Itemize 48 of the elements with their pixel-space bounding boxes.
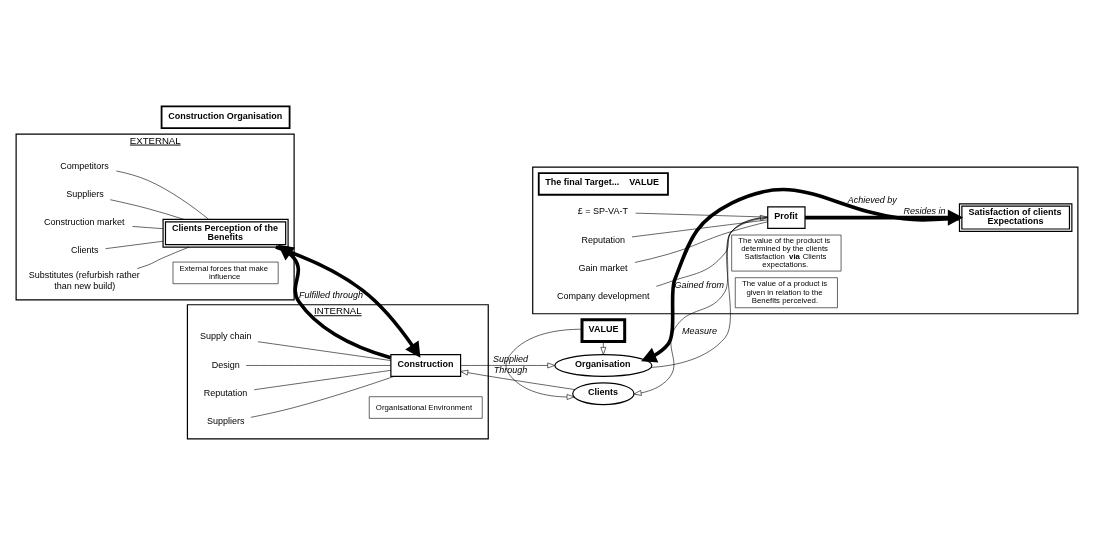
node-ellipse: Organisation <box>554 353 653 377</box>
node-text: Construction market <box>44 216 125 227</box>
node-text: Reputation <box>581 234 625 245</box>
arrow <box>650 214 768 368</box>
arrow <box>633 216 769 396</box>
arrow <box>460 369 576 390</box>
node-ellipse: Clients <box>572 381 635 405</box>
edge-label: Achieved by <box>847 194 897 205</box>
arrow <box>460 362 556 368</box>
node-text: Substitutes (refurbish rather than new build) <box>28 269 140 291</box>
connector <box>132 225 164 229</box>
connector <box>634 221 768 263</box>
node-text: Gain market <box>578 262 628 273</box>
arrow <box>505 328 583 400</box>
arrow <box>600 340 607 355</box>
connector <box>116 170 209 220</box>
edge-label: Resides in <box>903 205 946 216</box>
connector <box>109 198 185 220</box>
connector <box>105 240 164 249</box>
arrow <box>278 244 392 360</box>
cluster <box>532 166 1079 314</box>
node-box: Construction <box>390 353 462 377</box>
node-box: Profit <box>767 205 806 229</box>
arrow <box>275 244 421 358</box>
node-box: VALUE <box>580 317 627 343</box>
arrow <box>641 187 960 363</box>
connector <box>257 340 392 361</box>
edge-label: Fulfilled through <box>298 289 363 300</box>
node-text: Company development <box>557 290 650 301</box>
node-box: The final Target... VALUE <box>537 171 669 196</box>
node-text: Competitors <box>60 160 109 171</box>
edge-label: Supplied <box>493 353 529 364</box>
edge-label: Gained from <box>674 279 725 290</box>
connector <box>245 364 392 366</box>
node-text: Suppliers <box>66 188 104 199</box>
connector <box>253 369 392 390</box>
node-text: Reputation <box>203 387 248 398</box>
node-text: Supply chain <box>200 330 252 341</box>
connector <box>656 217 768 287</box>
node-text: £ = SP-VA-T <box>577 205 628 216</box>
node-text: Clients <box>71 244 99 255</box>
connector <box>631 219 768 237</box>
node-text: Suppliers <box>206 415 245 426</box>
connector <box>250 375 395 418</box>
edge-label: Through <box>493 364 528 375</box>
edge-label: Measure <box>682 325 718 336</box>
node-box: Construction Organisation <box>160 105 291 129</box>
node-text: Design <box>211 359 240 370</box>
